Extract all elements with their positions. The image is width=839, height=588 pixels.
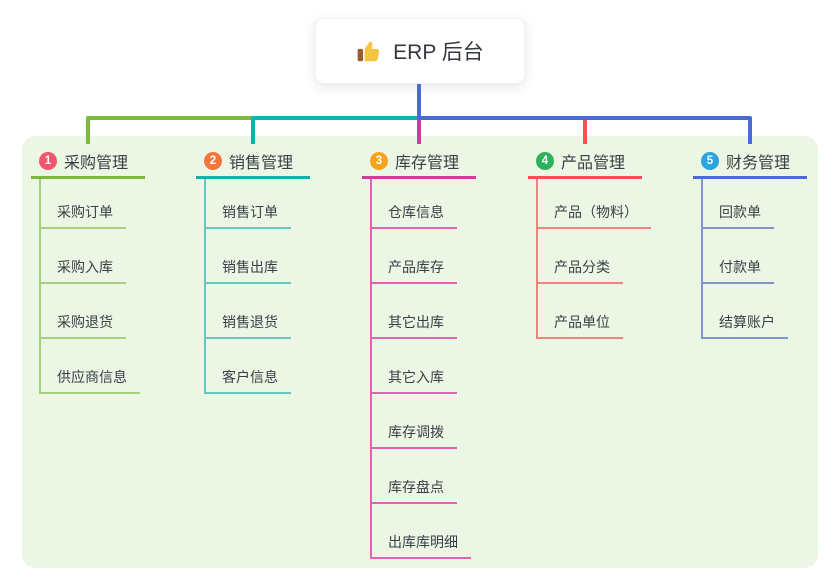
child-topic-label: 库存调拨 — [372, 422, 457, 449]
child-topic-label: 结算账户 — [703, 312, 788, 339]
child-topic-label: 仓库信息 — [372, 202, 457, 229]
branch-topic[interactable]: 2 销售管理 — [196, 146, 310, 179]
child-topic-label: 采购订单 — [41, 202, 126, 229]
child-topic-label: 产品分类 — [538, 257, 623, 284]
branch-children: 回款单付款单结算账户 — [701, 179, 788, 339]
child-topic-label: 销售出库 — [206, 257, 291, 284]
child-topic-label: 其它入库 — [372, 367, 457, 394]
child-topic-label: 回款单 — [703, 202, 774, 229]
branch-title: 财务管理 — [726, 155, 791, 172]
branch-index-badge: 4 — [536, 152, 554, 170]
child-topic-label: 采购入库 — [41, 257, 126, 284]
child-topic-label: 库存盘点 — [372, 477, 457, 504]
branch-topic[interactable]: 5 财务管理 — [693, 146, 807, 179]
branch-title: 库存管理 — [395, 155, 460, 172]
child-topic-label: 其它出库 — [372, 312, 457, 339]
branch-index-badge: 3 — [370, 152, 388, 170]
branch-index-badge: 1 — [39, 152, 57, 170]
branch-topic[interactable]: 4 产品管理 — [528, 146, 642, 179]
branch-topic[interactable]: 3 库存管理 — [362, 146, 476, 179]
child-topic-label: 产品（物料） — [538, 202, 651, 229]
branch-topic[interactable]: 1 采购管理 — [31, 146, 145, 179]
child-topic-label: 采购退货 — [41, 312, 126, 339]
child-topic-label: 产品库存 — [372, 257, 457, 284]
root-title: ERP 后台 — [393, 41, 484, 64]
root-node[interactable]: ERP 后台 — [315, 18, 525, 84]
child-topic-label: 供应商信息 — [41, 367, 140, 394]
thumbs-up-icon — [356, 38, 382, 64]
child-topic-label: 客户信息 — [206, 367, 291, 394]
branch-index-badge: 2 — [204, 152, 222, 170]
branches-panel — [22, 136, 818, 568]
branch-children: 仓库信息产品库存其它出库其它入库库存调拨库存盘点出库库明细 — [370, 179, 471, 559]
child-topic-label: 付款单 — [703, 257, 774, 284]
child-topic-label: 产品单位 — [538, 312, 623, 339]
child-topic-label: 销售订单 — [206, 202, 291, 229]
branch-title: 采购管理 — [64, 155, 129, 172]
child-topic-label: 销售退货 — [206, 312, 291, 339]
branch-children: 采购订单采购入库采购退货供应商信息 — [39, 179, 140, 394]
child-topic-label: 出库库明细 — [372, 532, 471, 559]
branch-children: 产品（物料） 产品分类产品单位 — [536, 179, 651, 339]
branch-title: 产品管理 — [561, 155, 626, 172]
branch-index-badge: 5 — [701, 152, 719, 170]
branch-children: 销售订单销售出库销售退货客户信息 — [204, 179, 291, 394]
branch-title: 销售管理 — [229, 155, 294, 172]
